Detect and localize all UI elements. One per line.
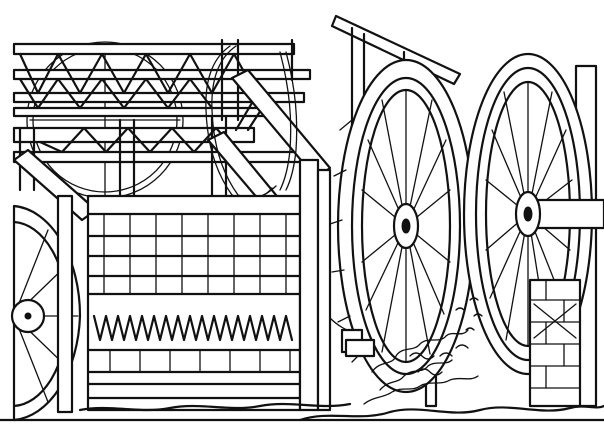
ground-water bbox=[0, 402, 604, 422]
splashing-water bbox=[363, 297, 483, 405]
drive-chain-right bbox=[279, 51, 298, 191]
small-water-wheel bbox=[10, 194, 82, 422]
stamp-mill-battery bbox=[86, 158, 332, 412]
large-water-wheel-front bbox=[329, 58, 476, 394]
stone-pillar bbox=[528, 278, 582, 408]
small-chain bbox=[329, 317, 376, 358]
